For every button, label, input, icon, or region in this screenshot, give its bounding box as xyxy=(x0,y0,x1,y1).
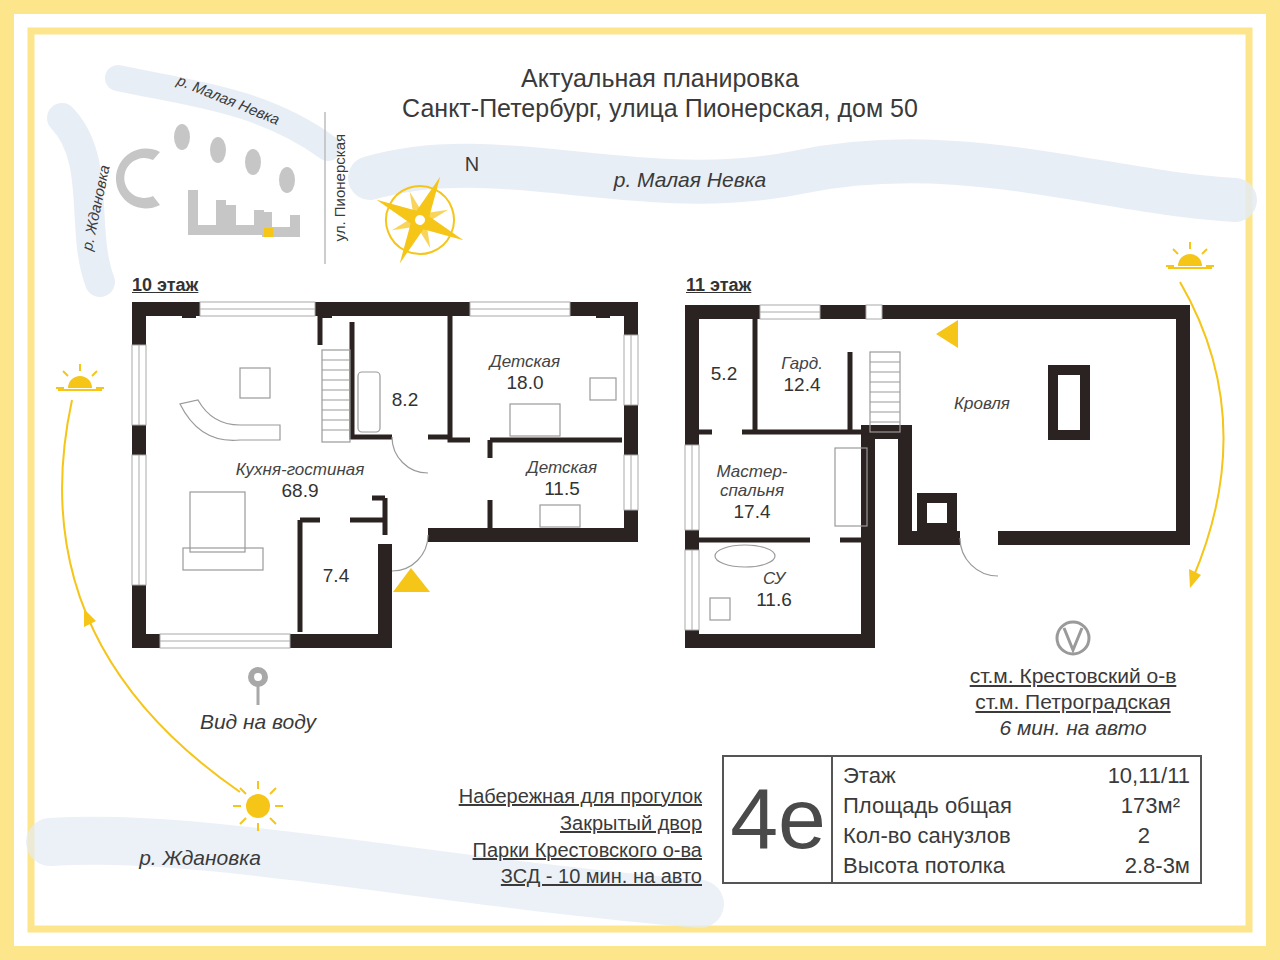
feature-note: Парки Крестовского о-ва xyxy=(473,839,702,862)
apartment-type: 4е xyxy=(724,757,832,882)
table-cell: Высота потолка xyxy=(843,853,1005,878)
table-divider xyxy=(831,755,833,884)
room-name: Кухня-гостиная xyxy=(236,460,365,480)
site-map xyxy=(116,124,300,237)
room-area: СУ11.6 xyxy=(756,569,792,610)
feature-note: ЗСД - 10 мин. на авто xyxy=(501,865,702,888)
river xyxy=(50,78,1235,904)
north-mark: N xyxy=(465,153,479,176)
feature-note: Закрытый двор xyxy=(560,812,702,835)
floor-plan-walls xyxy=(132,302,638,648)
room-area: Кровля xyxy=(954,394,1010,414)
room-area: Гард.12.4 xyxy=(781,354,823,395)
river-name: р. Ждановка xyxy=(78,164,113,253)
room-area: Детская18.0 xyxy=(490,352,560,393)
floor-plan-walls xyxy=(685,305,1183,641)
room-area-number: 12.4 xyxy=(781,374,823,396)
street-line xyxy=(324,112,326,264)
frame xyxy=(14,14,1266,946)
room-name: СУ xyxy=(756,569,792,589)
room-area: Мастер- спальня17.4 xyxy=(704,462,800,523)
view-note: Вид на воду xyxy=(200,710,316,734)
floor-heading: 10 этаж xyxy=(132,275,198,296)
room-area-number: 18.0 xyxy=(490,372,560,394)
sun-path xyxy=(56,242,1224,831)
metro-station: ст.м. Петроградская xyxy=(975,690,1170,714)
room-name: Мастер- спальня xyxy=(704,462,800,501)
floor-plan: 11 этаж 5.2 Гард.12.4Мастер- спальня17.4СУ… xyxy=(684,272,1196,652)
room-area: 7.4 xyxy=(323,565,349,587)
room-name: Гард. xyxy=(781,354,823,374)
title-text: Актуальная планировка xyxy=(521,64,799,93)
street-name: ул. Пионерская xyxy=(331,134,348,242)
metro-icon xyxy=(1057,622,1089,654)
table-cell: 2 xyxy=(1138,823,1150,848)
frame xyxy=(31,31,1249,929)
table-cell: Кол-во санузлов xyxy=(843,823,1011,848)
room-area-number: 5.2 xyxy=(711,363,737,385)
room-area: Кухня-гостиная68.9 xyxy=(236,460,365,501)
address-text: Санкт-Петербург, улица Пионерская, дом 5… xyxy=(402,94,918,123)
metro-station: ст.м. Крестовский о-в xyxy=(970,664,1177,688)
room-area-number: Кровля xyxy=(954,394,1010,414)
sun-icon xyxy=(68,254,1202,818)
room-area: Детская11.5 xyxy=(527,458,597,499)
table-cell: 10,11/11 xyxy=(1108,763,1190,788)
room-area-number: 11.5 xyxy=(527,478,597,500)
table-cell: 173м² xyxy=(1121,793,1180,818)
feature-note: Набережная для прогулок xyxy=(459,785,702,808)
room-area: 8.2 xyxy=(392,389,418,411)
room-area-number: 8.2 xyxy=(392,389,418,411)
floor-plan: 10 этажКухня-гостиная68.98.2Детская18.0Д… xyxy=(130,272,642,652)
table-cell: Этаж xyxy=(843,763,896,788)
room-area-number: 11.6 xyxy=(756,589,792,611)
table-cell: Площадь общая xyxy=(843,793,1012,818)
room-area-number: 68.9 xyxy=(236,480,365,502)
compass-rose xyxy=(356,156,484,284)
table-cell: 2.8-3м xyxy=(1125,853,1190,878)
river-name: р. Малая Невка xyxy=(614,168,767,192)
travel-time: 6 мин. на авто xyxy=(999,716,1146,740)
river-name: р. Ждановка xyxy=(139,846,261,870)
room-area: 5.2 xyxy=(711,363,737,385)
room-name: Детская xyxy=(490,352,560,372)
room-area-number: 7.4 xyxy=(323,565,349,587)
river-name: р. Малая Невка xyxy=(174,72,281,129)
floor-heading: 11 этаж xyxy=(686,275,751,296)
room-name: Детская xyxy=(527,458,597,478)
room-area-number: 17.4 xyxy=(704,501,800,523)
view-pin xyxy=(248,667,268,705)
